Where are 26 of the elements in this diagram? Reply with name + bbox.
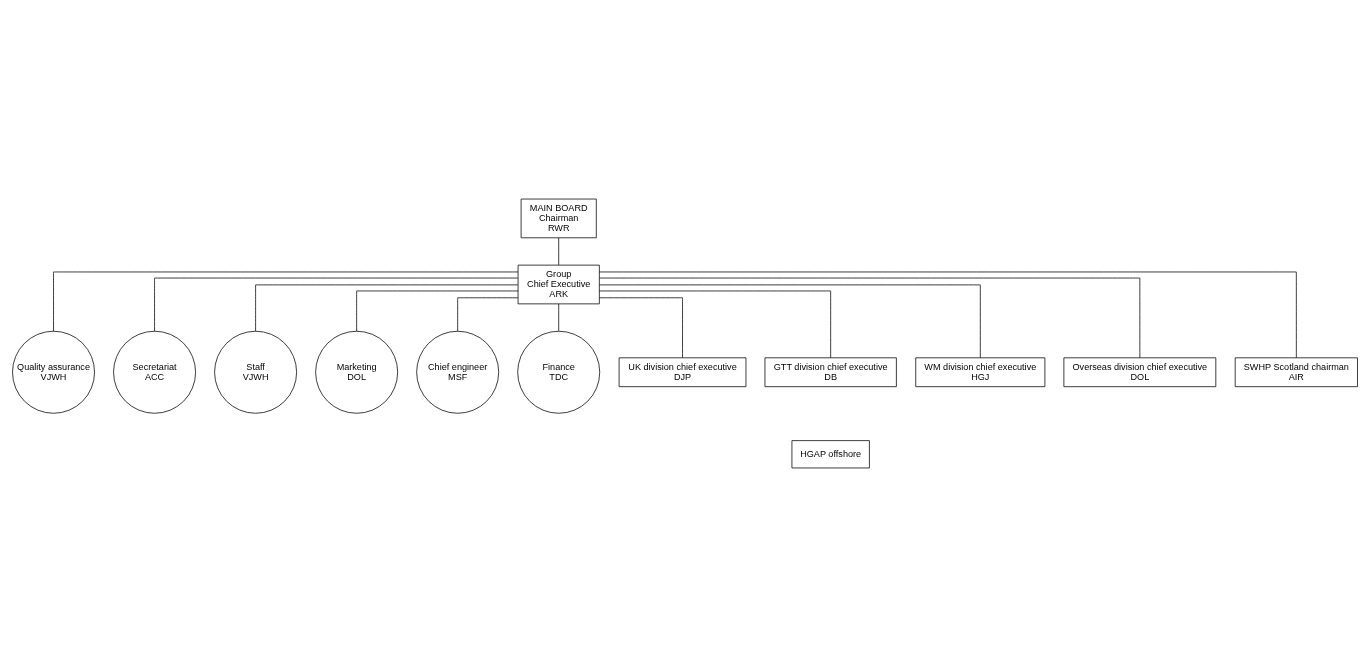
node-circle: Marketing DOL — [315, 330, 399, 414]
node-box: Group Chief Executive ARK — [517, 264, 600, 305]
connector — [457, 297, 519, 332]
connector — [53, 271, 519, 332]
node-circle: Quality assurance VJWH — [12, 330, 95, 414]
connector — [558, 303, 560, 332]
node-circle: Finance TDC — [517, 330, 601, 414]
node-box: GTT division chief executive DB — [764, 357, 897, 388]
connector — [599, 290, 832, 359]
connector — [599, 271, 1297, 359]
node-circle: Chief engineer MSF — [416, 330, 500, 414]
connector — [599, 297, 683, 358]
node-box: UK division chief executive DJP — [618, 357, 747, 388]
connector — [599, 277, 1141, 359]
connector — [356, 290, 519, 332]
node-box: HGAP offshore — [791, 440, 870, 469]
node-circle: Secretariat ACC — [113, 330, 196, 414]
connector — [599, 284, 981, 358]
node-box: WM division chief executive HGJ — [915, 357, 1046, 388]
connector — [558, 237, 560, 266]
node-box: SWHP Scotland chairman AIR — [1234, 357, 1358, 388]
connector — [255, 284, 519, 332]
node-circle: Staff VJWH — [214, 330, 297, 414]
node-box: Overseas division chief executive DOL — [1063, 357, 1217, 388]
node-box: MAIN BOARD Chairman RWR — [520, 198, 597, 239]
connector — [154, 277, 519, 332]
